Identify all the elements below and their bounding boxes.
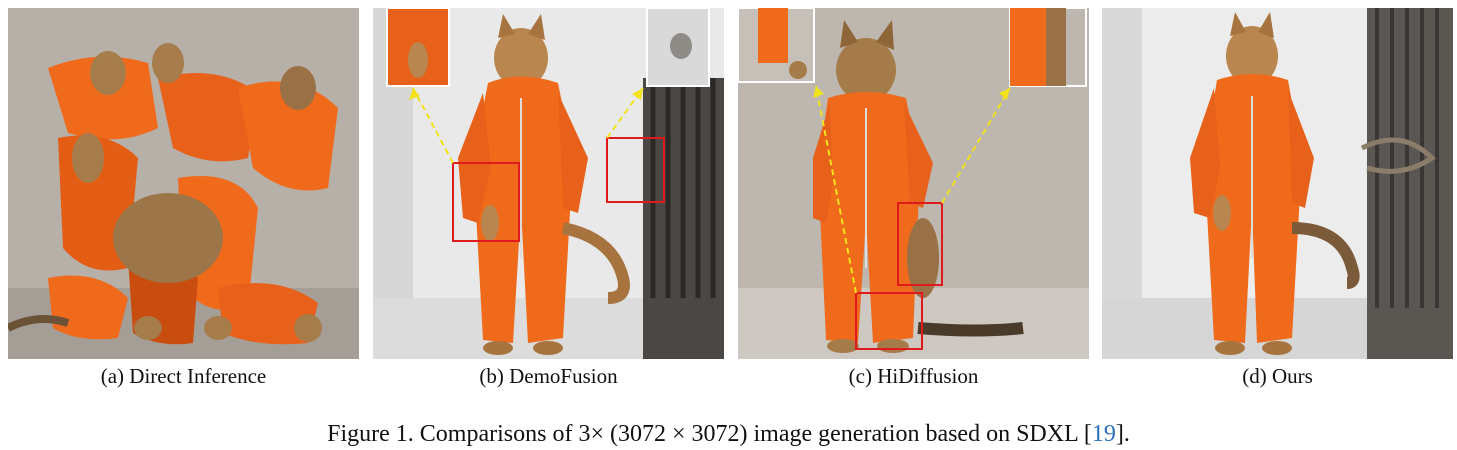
panel-a-image [8, 8, 359, 359]
citation-link[interactable]: 19 [1091, 421, 1116, 447]
caption-b: (b) DemoFusion [479, 364, 618, 388]
panel-c-image [738, 8, 1089, 359]
caption-c: (c) HiDiffusion [848, 364, 979, 388]
hidiffusion-image [738, 8, 1089, 359]
direct-inference-image [8, 8, 359, 359]
figure-caption-prefix: Figure 1. Comparisons of 3× (3072 × 3072… [327, 421, 1092, 447]
panel-d-image [1102, 8, 1453, 359]
panel-b-image [373, 8, 724, 359]
caption-d: (d) Ours [1242, 364, 1313, 388]
ours-image [1102, 8, 1453, 359]
figure-caption-suffix: ]. [1115, 421, 1130, 447]
demofusion-image [373, 8, 724, 359]
figure-caption: Figure 1. Comparisons of 3× (3072 × 3072… [0, 421, 1457, 448]
caption-a: (a) Direct Inference [100, 364, 267, 388]
